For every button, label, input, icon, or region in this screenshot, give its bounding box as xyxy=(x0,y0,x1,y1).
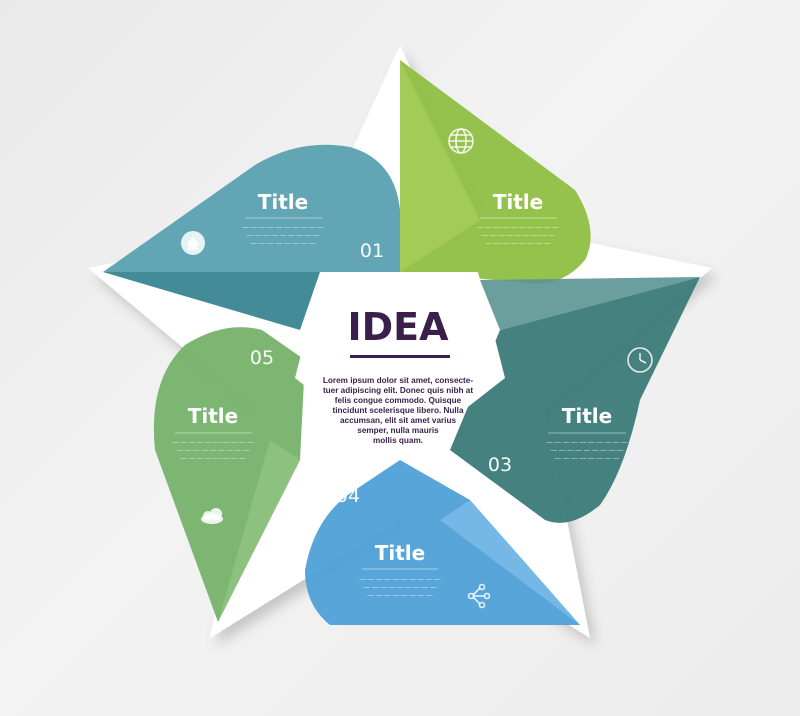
segment-04-title: Title xyxy=(375,541,425,565)
segment-03-body-line: — — — — — — — — — — xyxy=(546,439,628,446)
segment-04-body-line: — — — — — — — — — — xyxy=(359,576,441,583)
segment-03: Title — — — — — — — — — — — — — — — — — … xyxy=(450,277,700,523)
segment-05-body-line: — — — — — — — — xyxy=(181,455,246,462)
segment-04-number: 04 xyxy=(336,485,360,507)
petal-01 xyxy=(103,144,400,272)
center-body-line: accumsan, elit sit amet varius xyxy=(340,416,456,425)
segment-05-title: Title xyxy=(188,404,238,428)
globe-icon xyxy=(448,128,474,154)
segment-03-body-line: — — — — — — — — xyxy=(555,455,620,462)
petal-04 xyxy=(305,460,580,625)
center-title: IDEA xyxy=(347,305,449,349)
star-arm-01 xyxy=(103,272,320,330)
segment-04-body-line: — — — — — — — — xyxy=(368,592,433,599)
center-title-underline xyxy=(350,355,450,358)
clock-icon xyxy=(627,347,653,373)
home-icon xyxy=(181,231,205,255)
center-body-line: felis congue commodo. Quisque xyxy=(335,396,462,405)
segment-01-body-line: — — — — — — — — — — xyxy=(242,224,324,231)
segment-03-number: 03 xyxy=(488,454,512,476)
segment-01-title: Title xyxy=(258,190,308,214)
center-body-line: semper, nulla mauris xyxy=(357,426,439,435)
center-body: Lorem ipsum dolor sit amet, consecte- tu… xyxy=(323,376,473,445)
segment-03-body-line: — — — — — — — — — xyxy=(551,447,624,454)
segment-01-body-line: — — — — — — — — xyxy=(251,240,316,247)
segment-03-title: Title xyxy=(562,404,612,428)
segment-05-body-line: — — — — — — — — — — xyxy=(172,439,254,446)
segment-02: Title — — — — — — — — — — — — — — — — — … xyxy=(400,60,591,313)
petal-05 xyxy=(153,327,305,622)
star-arm-03 xyxy=(480,277,700,330)
segment-05: Title — — — — — — — — — — — — — — — — — … xyxy=(153,327,305,622)
center-body-line: tuer adipiscing elit. Donec quis nibh at xyxy=(323,386,473,395)
segment-05-number: 05 xyxy=(250,347,274,369)
segment-05-body-line: — — — — — — — — — xyxy=(177,447,250,454)
center-body-line: mollis quam. xyxy=(373,436,423,445)
segment-02-body-line: — — — — — — — — xyxy=(486,240,551,247)
star-arm-02 xyxy=(400,60,480,272)
cloud-icon xyxy=(201,508,223,524)
segment-04-body-line: — — — — — — — — — xyxy=(364,584,437,591)
segment-02-body-line: — — — — — — — — — — xyxy=(477,224,559,231)
center-pentagon xyxy=(295,272,505,460)
star-arm-05 xyxy=(218,440,300,622)
center-body-line: Lorem ipsum dolor sit amet, consecte- xyxy=(323,376,473,385)
petal-03 xyxy=(450,277,700,523)
segment-04: Title — — — — — — — — — — — — — — — — — … xyxy=(305,460,580,625)
segment-01-body-line: — — — — — — — — — xyxy=(247,232,320,239)
star-arm-04 xyxy=(440,500,580,625)
segment-02-body-line: — — — — — — — — — xyxy=(482,232,555,239)
segment-01: Title — — — — — — — — — — — — — — — — — … xyxy=(103,144,400,330)
network-icon xyxy=(467,583,491,609)
center-body-line: tincidunt scelerisque libero. Nulla xyxy=(332,406,463,415)
segment-02-title: Title xyxy=(493,190,543,214)
segment-01-number: 01 xyxy=(360,240,384,262)
